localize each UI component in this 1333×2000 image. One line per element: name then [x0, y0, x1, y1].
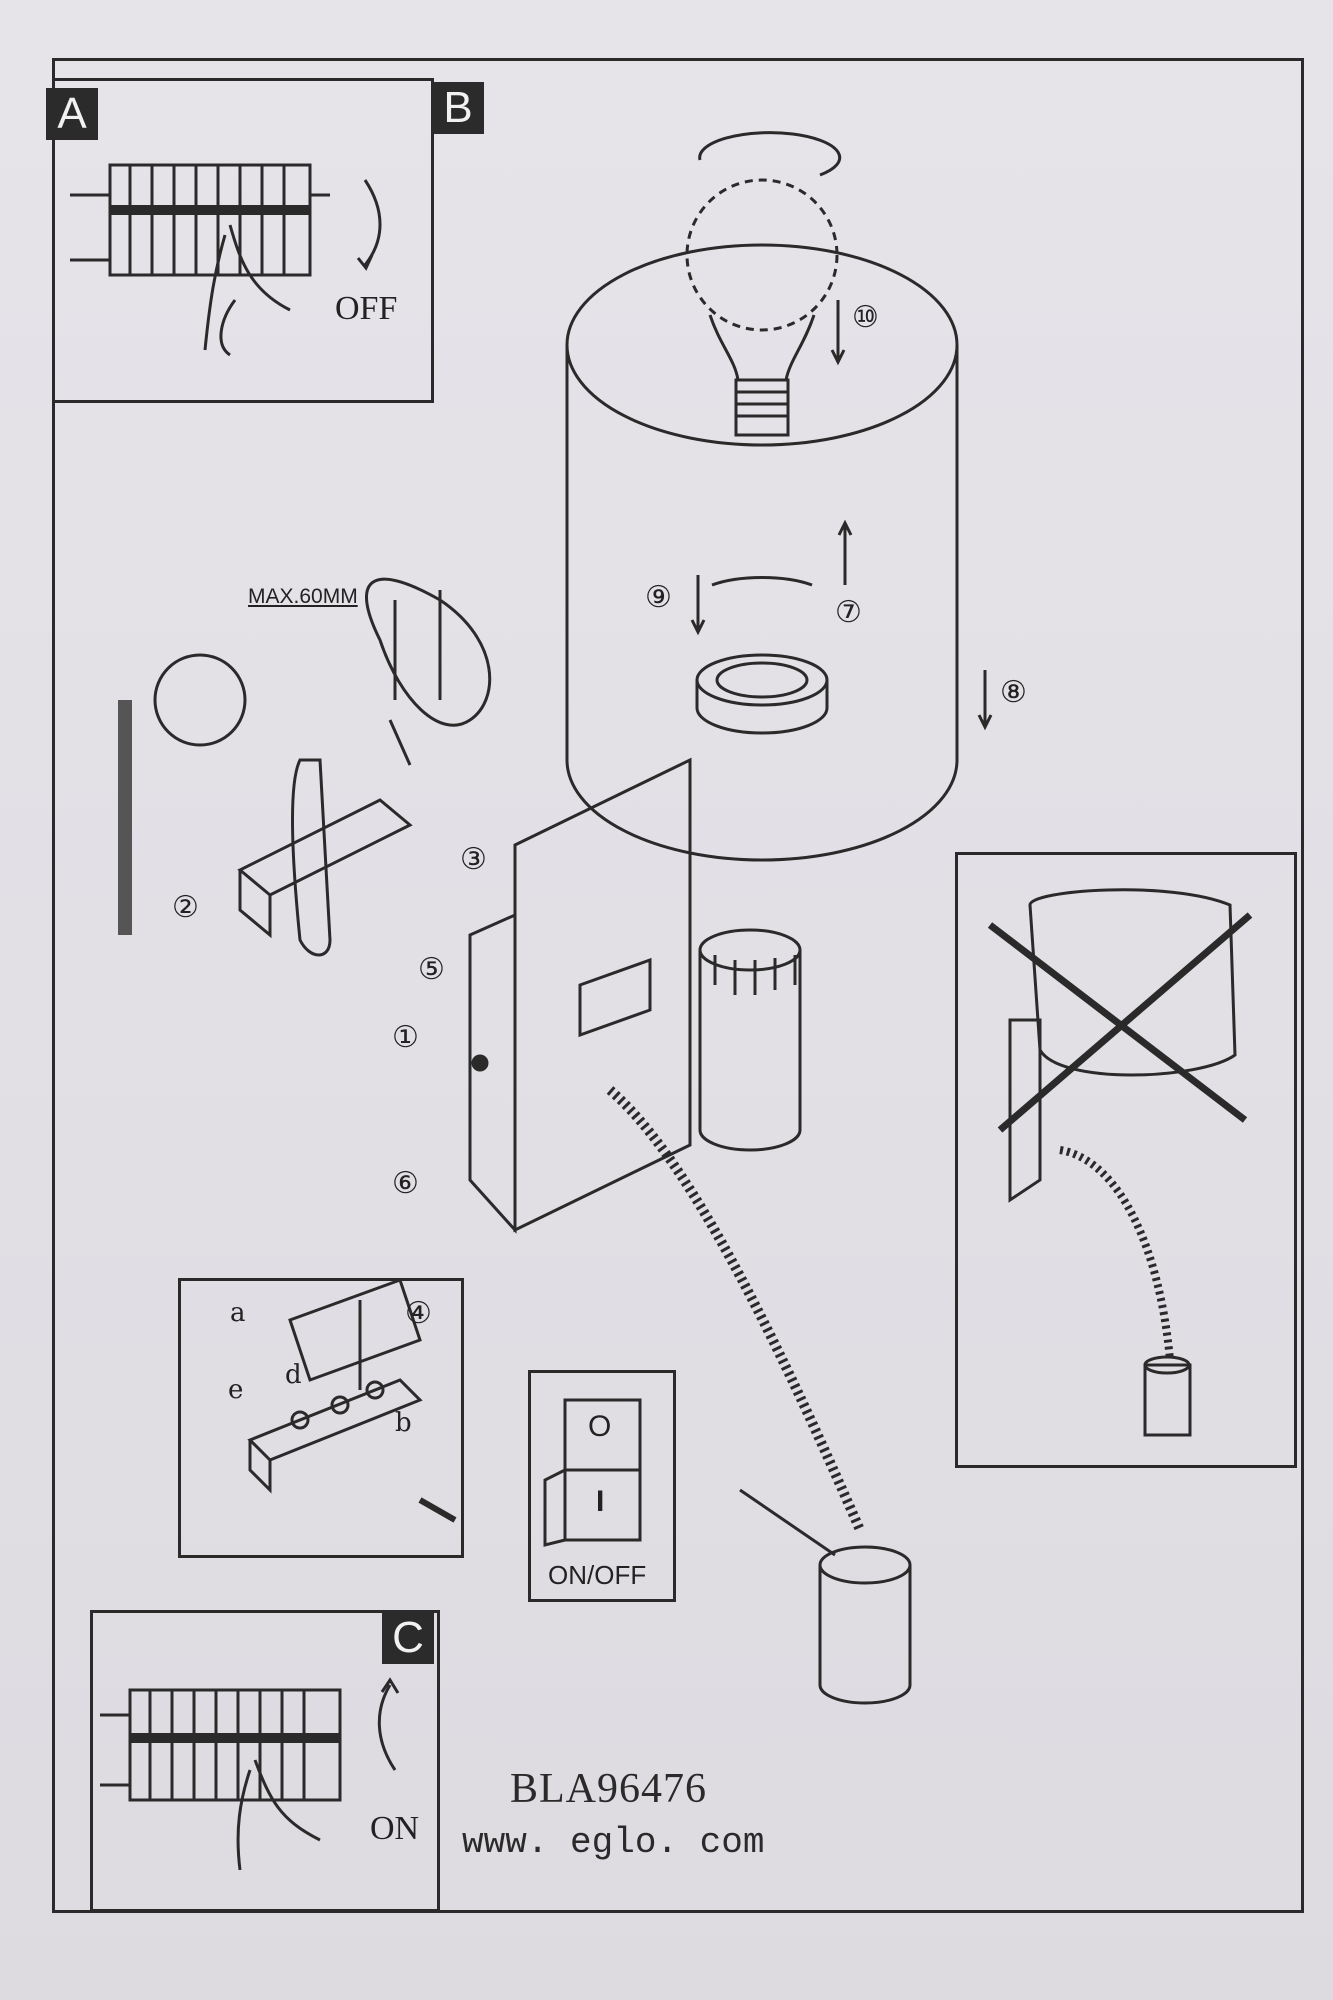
wiring-letter-e: e	[228, 1375, 244, 1405]
incorrect-shade-illustration	[987, 888, 1253, 1437]
step-7-label: ⑦	[835, 595, 862, 630]
breaker-strip-off-illustration	[70, 163, 382, 357]
step-8-label: ⑧	[1000, 675, 1027, 710]
panel-a-frame	[52, 78, 434, 403]
switch-panel-frame	[528, 1370, 676, 1602]
step-9-label: ⑨	[645, 580, 672, 615]
switch-off-symbol: O	[588, 1410, 612, 1443]
switch-on-symbol: I	[596, 1485, 605, 1518]
website-url: www. eglo. com	[462, 1822, 765, 1863]
panel-c-tag: C	[382, 1612, 434, 1664]
step-5-label: ⑤	[418, 952, 445, 987]
mounting-bracket-illustration	[118, 577, 492, 957]
rocker-switch-illustration	[543, 1398, 642, 1547]
step-10-label: ⑩	[852, 300, 879, 335]
panel-c-frame	[90, 1610, 440, 1912]
panel-a-tag: A	[46, 88, 98, 140]
panel-a-label: OFF	[335, 290, 398, 327]
step-6-label: ⑥	[392, 1166, 419, 1201]
step-1-label: ①	[392, 1020, 419, 1055]
panel-c-label: ON	[370, 1810, 420, 1847]
step-3-label: ③	[460, 842, 487, 877]
warning-panel-frame	[955, 852, 1297, 1468]
switch-label: ON/OFF	[548, 1560, 647, 1590]
wiring-detail-frame	[178, 1278, 464, 1558]
outer-frame	[52, 58, 1304, 1913]
step-2-label: ②	[172, 890, 199, 925]
wiring-letter-d: d	[285, 1360, 302, 1390]
lamp-shade-illustration	[565, 131, 993, 862]
wiring-letter-b: b	[395, 1408, 412, 1438]
model-number: BLA96476	[510, 1766, 707, 1812]
breaker-strip-on-illustration	[100, 1677, 400, 1871]
wiring-letter-a: a	[230, 1298, 246, 1328]
dimension-label: MAX.60MM	[248, 585, 358, 608]
step-4-label: ④	[405, 1296, 432, 1331]
wiring-terminal-illustration	[247, 1278, 457, 1523]
panel-b-tag: B	[432, 82, 484, 134]
wall-plate-illustration	[468, 757, 912, 1705]
